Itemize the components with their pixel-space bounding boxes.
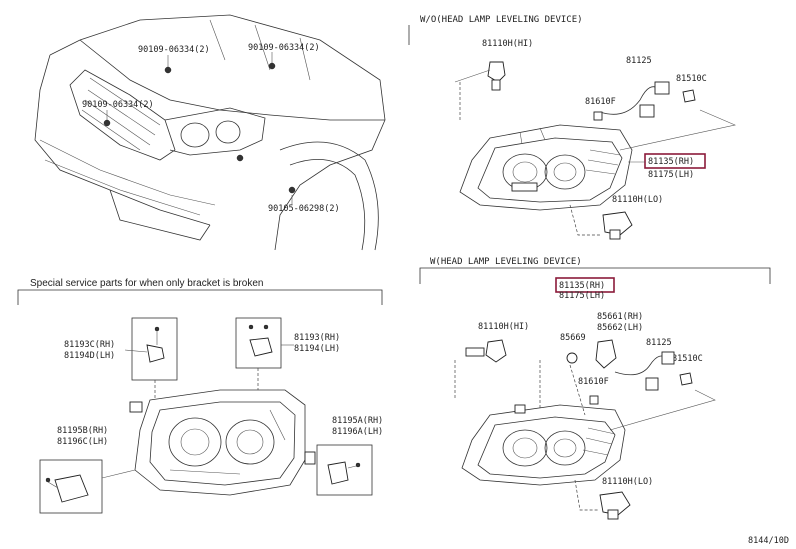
highlight-box-81135-bottom	[555, 277, 615, 293]
label-81196c-lh: 81196C(LH)	[57, 437, 108, 447]
label-81135-rh-bottom: 81135(RH)	[559, 281, 605, 291]
label-81175-lh-top: 81175(LH)	[648, 170, 694, 180]
bolt-label-2: 90109-06334(2)	[248, 43, 320, 53]
section-bracket-right	[419, 267, 771, 284]
bracket-box-2	[235, 317, 282, 369]
highlight-box-81135-top	[644, 153, 706, 169]
special-service-note: Special service parts for when only brac…	[30, 278, 263, 289]
label-81610f-bottom: 81610F	[578, 377, 609, 387]
label-bulb-lo-bottom: 81110H(LO)	[602, 477, 653, 487]
section-title-without-leveling: W/O(HEAD LAMP LEVELING DEVICE)	[420, 15, 583, 25]
bolt-label-4: 90105-06298(2)	[268, 204, 340, 214]
label-81196a-lh: 81196A(LH)	[332, 427, 383, 437]
label-81193-rh: 81193(RH)	[294, 333, 340, 343]
section-bracket-left	[17, 289, 383, 305]
label-81135-rh-top: 81135(RH)	[648, 157, 694, 167]
vehicle-illustration	[34, 14, 386, 251]
label-85669: 85669	[560, 333, 586, 343]
connector-81125-bottom	[589, 351, 693, 405]
label-bulb-lo-top: 81110H(LO)	[612, 195, 663, 205]
label-81195b-rh: 81195B(RH)	[57, 426, 108, 436]
bolt-label-1: 90109-06334(2)	[138, 45, 210, 55]
bulb-lo-part-top	[602, 211, 633, 240]
label-81175-lh-bottom: 81175(LH)	[559, 291, 605, 301]
label-bulb-hi: 81110H(HI)	[482, 39, 533, 49]
headlamp-assembly-bottom	[461, 404, 626, 486]
leveling-motor-part	[566, 339, 617, 369]
bracket-box-4	[316, 444, 373, 496]
label-81194d-lh: 81194D(LH)	[64, 351, 115, 361]
label-81610f: 81610F	[585, 97, 616, 107]
headlamp-assembly-left	[129, 368, 316, 496]
label-bulb-hi-bottom: 81110H(HI)	[478, 322, 529, 332]
label-81510c: 81510C	[676, 74, 707, 84]
section-title-with-leveling: W(HEAD LAMP LEVELING DEVICE)	[430, 257, 582, 267]
bracket-box-3	[39, 459, 103, 514]
bolt-label-3: 90109-06334(2)	[82, 100, 154, 110]
bulb-hi-part	[487, 61, 506, 91]
connector-81125-top	[593, 81, 696, 121]
label-85661-rh: 85661(RH)	[597, 312, 643, 322]
bracket-box-1	[131, 317, 178, 381]
bulb-lo-part-bottom	[599, 491, 631, 520]
bulb-hi-part-bottom	[465, 339, 507, 363]
label-85662-lh: 85662(LH)	[597, 323, 643, 333]
label-81125: 81125	[626, 56, 652, 66]
label-81193c-rh: 81193C(RH)	[64, 340, 115, 350]
footer-code: 8144/10D	[748, 536, 789, 546]
label-81125-bottom: 81125	[646, 338, 672, 348]
label-81510c-bottom: 81510C	[672, 354, 703, 364]
label-81194-lh: 81194(LH)	[294, 344, 340, 354]
headlamp-assembly-top	[459, 124, 633, 211]
label-81195a-rh: 81195A(RH)	[332, 416, 383, 426]
